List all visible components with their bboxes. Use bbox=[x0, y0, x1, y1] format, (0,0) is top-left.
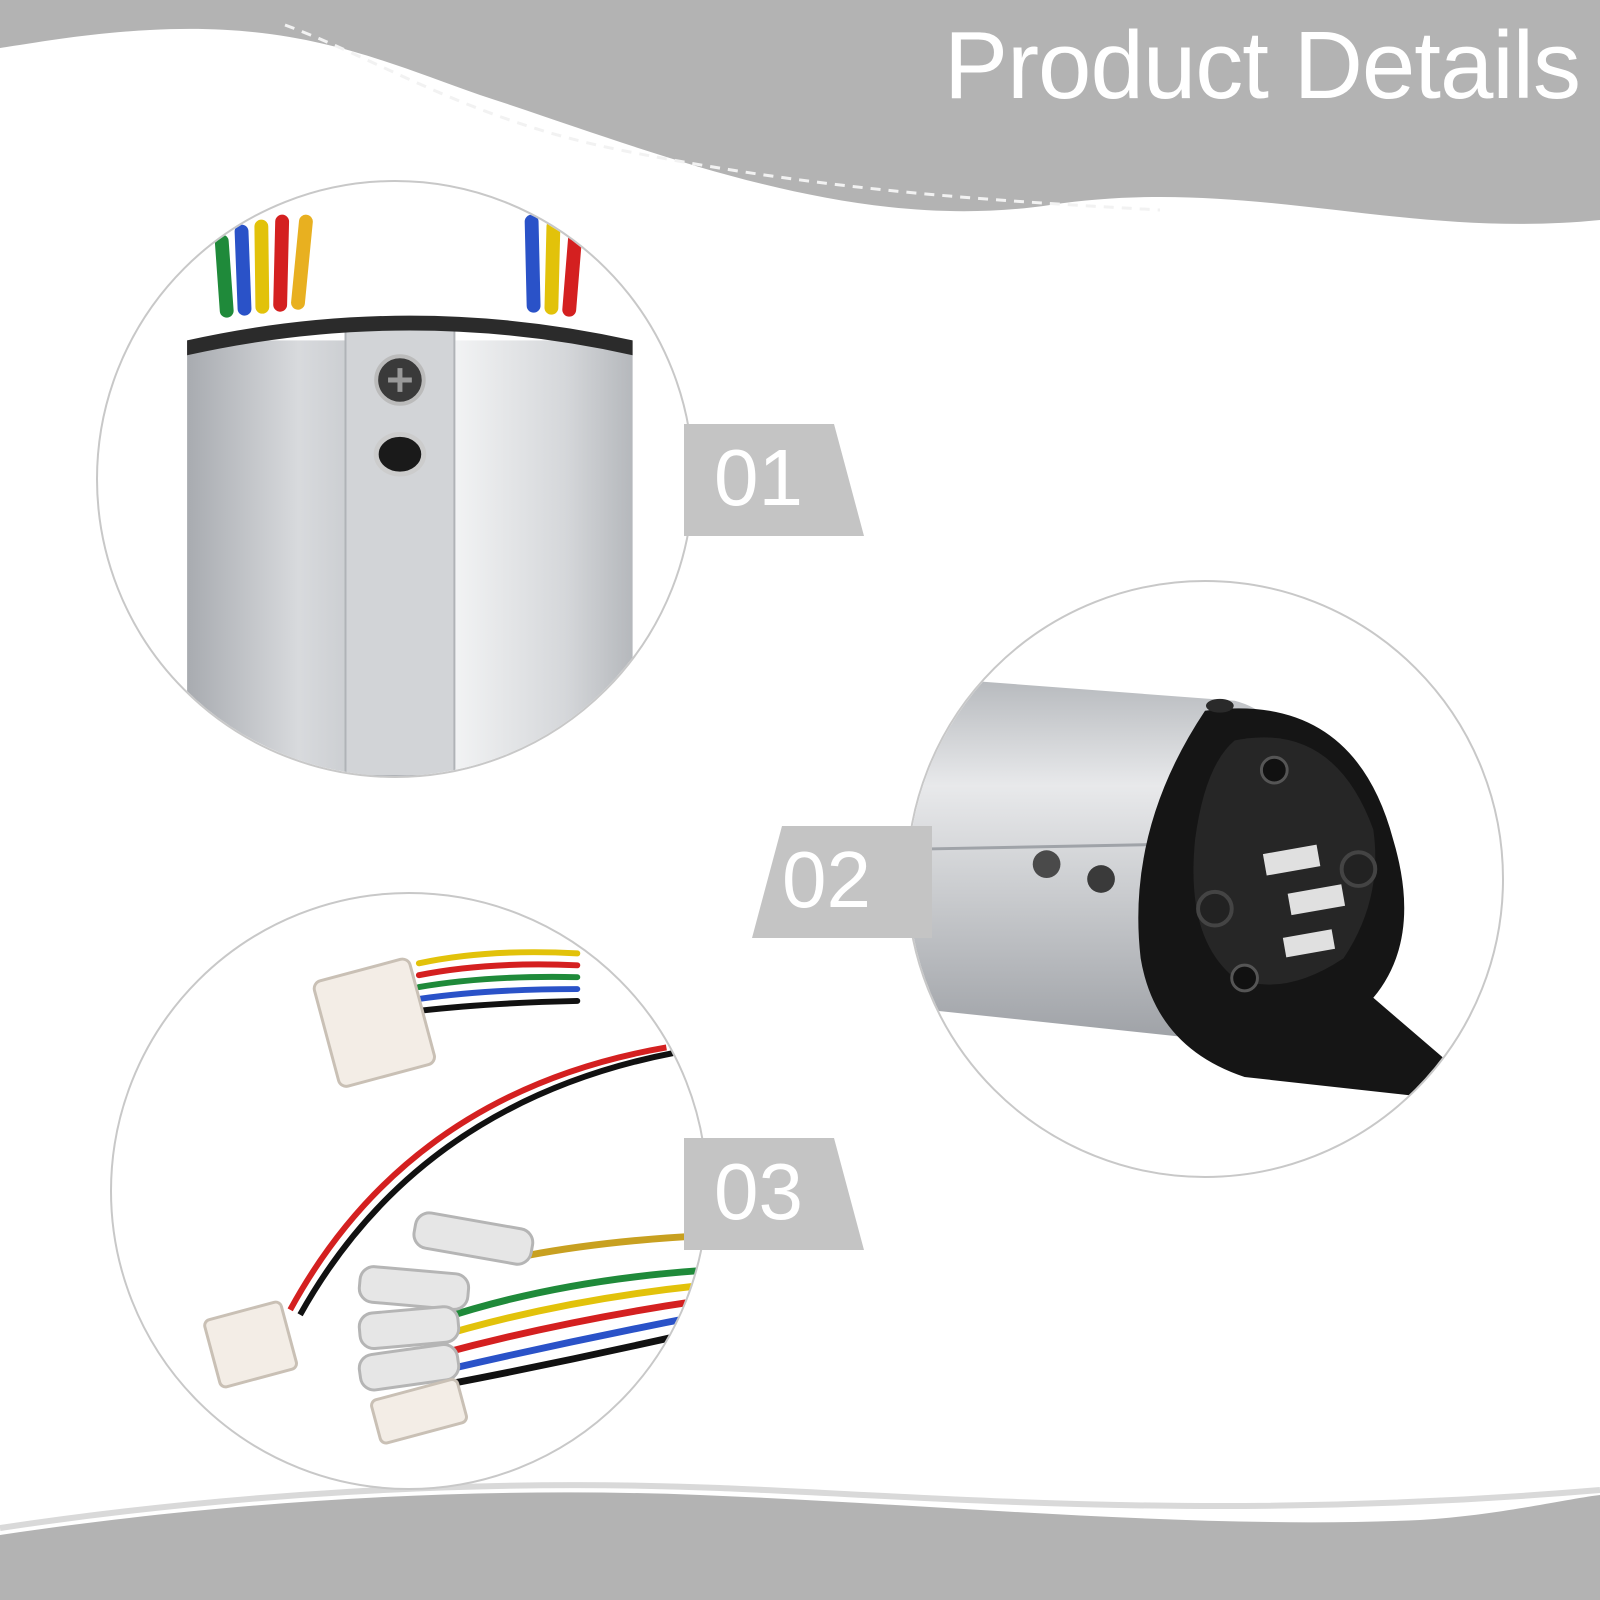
detail-number-03: 03 bbox=[714, 1147, 803, 1236]
badge-shape bbox=[684, 424, 864, 536]
badge-shape bbox=[684, 1138, 864, 1250]
detail-image-02 bbox=[906, 580, 1504, 1178]
page-title: Product Details bbox=[944, 12, 1581, 119]
detail-number-02: 02 bbox=[782, 835, 871, 924]
detail-badge-01: 01 bbox=[684, 424, 864, 536]
detail-image-03 bbox=[110, 892, 708, 1490]
wiring-harness-illustration bbox=[203, 949, 706, 1445]
detail-number-01: 01 bbox=[714, 433, 803, 522]
detail-badge-03: 03 bbox=[684, 1138, 864, 1250]
motor-housing-illustration bbox=[187, 214, 633, 776]
motor-end-cap-illustration bbox=[908, 676, 1443, 1097]
detail-image-01 bbox=[96, 180, 694, 778]
badge-shape bbox=[752, 826, 932, 938]
detail-badge-02: 02 bbox=[752, 826, 932, 938]
